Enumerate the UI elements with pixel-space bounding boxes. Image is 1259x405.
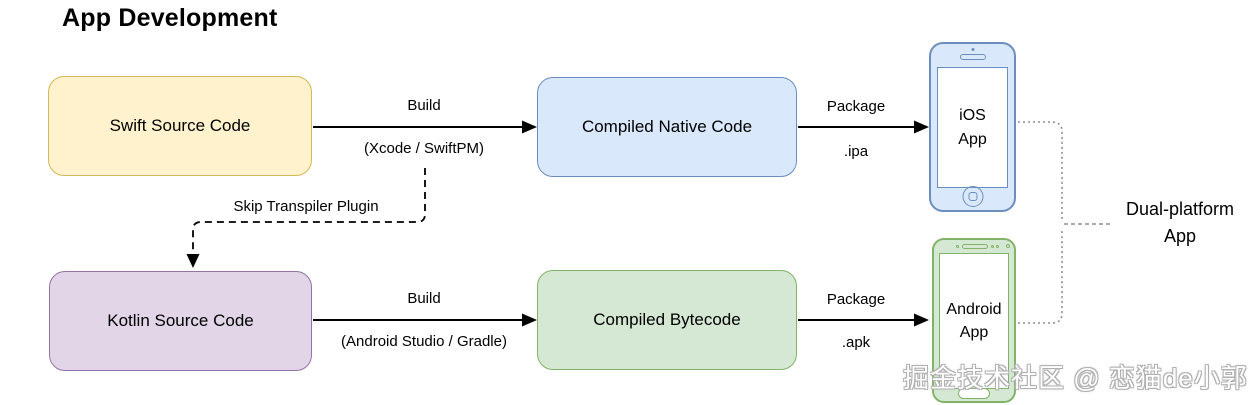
node-compiled-native-code: Compiled Native Code: [537, 77, 797, 177]
android-phone-icon: Android App: [932, 238, 1016, 403]
edge-label-package-ios: Package: [826, 98, 886, 115]
edge-label-package-android: Package: [826, 291, 886, 308]
android-sensor-dot-icon: [996, 245, 999, 248]
ios-phone-icon: iOS App: [929, 42, 1016, 212]
ios-home-button-icon: [962, 186, 983, 207]
watermark-text: 掘金技术社区 @ 恋猫de小郭: [903, 363, 1248, 393]
arrow-native-to-ios: [798, 120, 929, 134]
edge-label-apk: .apk: [841, 334, 871, 351]
node-kotlin-source-code: Kotlin Source Code: [49, 271, 312, 371]
edge-label-xcode-swiftpm: (Xcode / SwiftPM): [363, 140, 485, 157]
dotted-connector-ios-to-result: [1018, 121, 1063, 219]
node-compiled-bytecode-label: Compiled Bytecode: [593, 310, 741, 329]
arrow-bytecode-to-android: [798, 313, 929, 327]
arrow-kotlin-to-bytecode: [313, 313, 537, 327]
edge-label-build-ios: Build: [407, 97, 441, 114]
edge-label-skip-transpiler-plugin: Skip Transpiler Plugin: [233, 198, 379, 215]
dotted-connector-android-to-result: [1018, 229, 1063, 324]
android-camera2-dot-icon: [1006, 244, 1010, 248]
edge-label-build-android: Build: [407, 290, 441, 307]
dashed-arrow-skip-transpiler: [186, 168, 426, 268]
arrow-swift-to-native: [313, 120, 537, 134]
node-swift-source-code: Swift Source Code: [48, 76, 312, 176]
node-compiled-native-code-label: Compiled Native Code: [581, 117, 753, 136]
node-compiled-bytecode: Compiled Bytecode: [537, 270, 797, 370]
node-kotlin-source-code-label: Kotlin Source Code: [107, 311, 254, 330]
ios-phone-screen: iOS App: [937, 67, 1008, 188]
edge-label-ipa: .ipa: [843, 143, 869, 160]
node-swift-source-code-label: Swift Source Code: [109, 116, 251, 135]
ios-speaker-icon: [959, 54, 986, 60]
android-camera-dot-icon: [956, 245, 959, 248]
diagram-title: App Development: [62, 4, 278, 32]
dual-platform-app-line1: Dual-platform: [1125, 199, 1235, 219]
dual-platform-app-label: Dual-platform App: [1115, 196, 1245, 250]
ios-camera-dot-icon: [971, 48, 974, 51]
android-app-label-line1: Android: [946, 300, 1002, 318]
edge-label-android-studio-gradle: (Android Studio / Gradle): [341, 333, 507, 350]
android-app-label-line2: App: [959, 324, 989, 341]
android-home-button-icon: [958, 388, 990, 399]
android-sensor-dot-icon: [991, 245, 994, 248]
ios-app-label-line1: iOS: [959, 107, 986, 125]
ios-app-label-line2: App: [958, 130, 987, 148]
dual-platform-app-line2: App: [1163, 226, 1197, 246]
android-speaker-icon: [962, 244, 988, 249]
android-phone-screen: Android App: [939, 253, 1009, 389]
